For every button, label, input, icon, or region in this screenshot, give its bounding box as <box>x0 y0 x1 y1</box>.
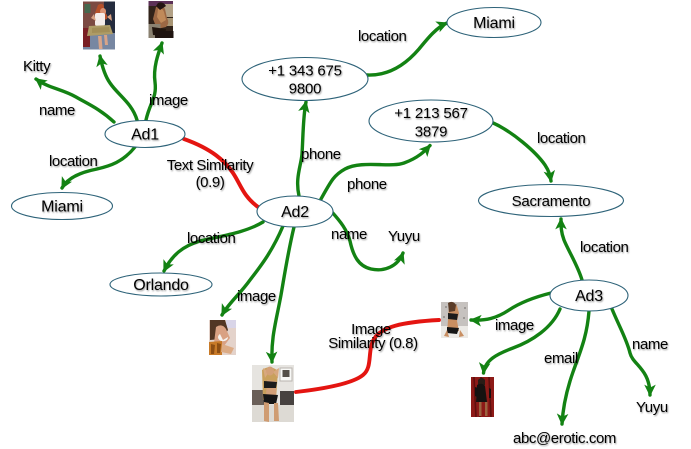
svg-text:name: name <box>39 102 75 119</box>
svg-text:9800: 9800 <box>289 81 322 98</box>
svg-text:location: location <box>358 28 407 45</box>
svg-text:Yuyu: Yuyu <box>636 399 668 416</box>
svg-text:Yuyu: Yuyu <box>388 228 420 245</box>
svg-text:+1 213 567: +1 213 567 <box>394 105 468 122</box>
svg-text:Image: Image <box>351 321 391 338</box>
svg-text:Orlando: Orlando <box>133 277 189 294</box>
svg-text:Text Similarity: Text Similarity <box>167 157 254 174</box>
svg-text:Kitty: Kitty <box>23 58 51 75</box>
svg-text:image: image <box>237 288 276 305</box>
svg-text:abc@erotic.com: abc@erotic.com <box>513 430 616 447</box>
svg-text:Ad3: Ad3 <box>575 288 603 305</box>
svg-text:image: image <box>495 317 534 334</box>
svg-text:(0.9): (0.9) <box>196 174 225 191</box>
svg-text:Ad1: Ad1 <box>131 127 159 144</box>
svg-text:image: image <box>149 92 188 109</box>
svg-text:Miami: Miami <box>41 199 83 216</box>
svg-text:Sacramento: Sacramento <box>512 193 591 210</box>
svg-text:name: name <box>632 336 668 353</box>
svg-text:location: location <box>580 239 629 256</box>
svg-text:location: location <box>537 130 586 147</box>
svg-text:Similarity (0.8): Similarity (0.8) <box>328 335 418 352</box>
svg-text:+1 343 675: +1 343 675 <box>268 63 342 80</box>
svg-text:3879: 3879 <box>415 124 448 141</box>
svg-text:phone: phone <box>301 146 341 163</box>
svg-text:Ad2: Ad2 <box>281 204 309 221</box>
svg-text:location: location <box>187 230 236 247</box>
svg-text:location: location <box>49 153 98 170</box>
svg-text:email: email <box>544 350 578 367</box>
svg-text:phone: phone <box>347 176 387 193</box>
svg-text:Miami: Miami <box>473 15 515 32</box>
svg-text:name: name <box>331 226 367 243</box>
